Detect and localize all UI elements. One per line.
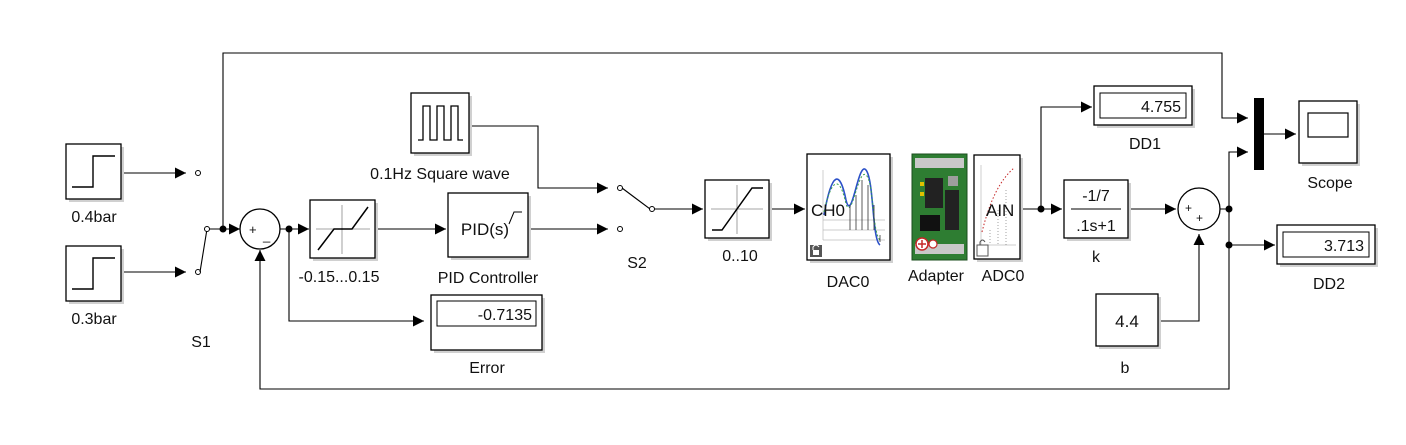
error-value: -0.7135 — [478, 307, 532, 324]
wire-error-display[interactable] — [288, 229, 424, 327]
scope-label: Scope — [1307, 175, 1352, 192]
saturation-icon — [712, 187, 763, 231]
adc-inner-text: AIN — [986, 201, 1014, 220]
wire-sum2-mux[interactable] — [1228, 146, 1248, 209]
step-block-03[interactable]: 0.3bar — [65, 245, 124, 328]
branch-dot — [1225, 241, 1233, 249]
sum2-plus-bottom-sign: + — [1196, 211, 1203, 225]
saturation-block[interactable]: 0..10 — [704, 179, 772, 265]
step-block-04[interactable]: 0.4bar — [65, 143, 124, 226]
sum-block-1[interactable]: + _ — [239, 208, 281, 250]
pid-label: PID Controller — [438, 270, 539, 287]
lock-icon — [810, 244, 822, 257]
branch-points — [219, 205, 1233, 249]
tf-label: k — [1092, 249, 1101, 266]
scope-screen-icon — [1307, 112, 1349, 138]
dd1-value: 4.755 — [1141, 99, 1181, 116]
step-icon — [72, 257, 115, 290]
switch-contact — [649, 206, 655, 212]
wire-sum2-dd2[interactable] — [1220, 208, 1275, 251]
branch-dot — [1037, 205, 1045, 213]
transfer-function-block[interactable]: -1/7 .1s+1 k — [1063, 179, 1131, 266]
signal-lines — [122, 52, 1296, 390]
dd2-label: DD2 — [1313, 276, 1345, 293]
adapter-badge-icon — [915, 237, 938, 251]
step-03-label: 0.3bar — [71, 311, 117, 328]
switch-lever — [199, 228, 212, 273]
branch-dot — [219, 225, 227, 233]
branch-dot — [1225, 205, 1233, 213]
sum1-plus-sign: + — [249, 222, 257, 237]
sum1-minus-sign: _ — [262, 228, 271, 243]
deadzone-icon — [317, 206, 369, 251]
adc-label: ADC0 — [982, 268, 1025, 285]
switch-s2-label: S2 — [627, 255, 647, 272]
sum2-plus-left-sign: + — [1185, 201, 1192, 215]
tf-numerator: -1/7 — [1082, 188, 1110, 205]
switch-contact — [204, 226, 210, 232]
switch-s1-label: S1 — [191, 334, 211, 351]
saturation-label: 0..10 — [722, 248, 758, 265]
adapter-label: Adapter — [908, 268, 965, 285]
wire-square-s2[interactable] — [471, 125, 608, 194]
dac-inner-text: CH0 — [811, 201, 845, 220]
display-error[interactable]: -0.7135 Error — [430, 294, 545, 377]
switch-contact — [617, 185, 623, 191]
square-wave-block[interactable]: 0.1Hz Square wave — [370, 92, 510, 183]
mux-bar — [1254, 98, 1264, 170]
wire-adc-dd1[interactable] — [1040, 101, 1092, 209]
wire-setpoint-mux[interactable] — [222, 52, 1248, 229]
pid-block[interactable]: PID(s) PID Controller — [438, 192, 539, 287]
error-label: Error — [469, 360, 505, 377]
step-icon — [72, 155, 115, 188]
square-wave-label: 0.1Hz Square wave — [370, 166, 510, 183]
deadzone-block[interactable]: -0.15...0.15 — [299, 199, 380, 286]
wire-b-sum2[interactable] — [1160, 234, 1205, 322]
scope-block[interactable]: Scope — [1298, 100, 1360, 192]
dac-waveform-icon — [822, 168, 885, 246]
switch-contact — [617, 226, 623, 232]
tf-denominator: .1s+1 — [1076, 218, 1116, 235]
adapter-board-icon — [915, 158, 964, 254]
mux-block[interactable] — [1254, 98, 1264, 170]
step-04-label: 0.4bar — [71, 209, 117, 226]
wire-feedback-sum1[interactable] — [254, 245, 1230, 390]
constant-b-value: 4.4 — [1115, 312, 1139, 331]
display-dd1[interactable]: 4.755 DD1 — [1093, 85, 1195, 153]
switch-contact — [195, 170, 201, 176]
constant-b-label: b — [1121, 360, 1130, 377]
branch-dot — [285, 225, 293, 233]
switch-s2[interactable]: S2 — [617, 185, 661, 273]
constant-b-block[interactable]: 4.4 b — [1095, 293, 1161, 377]
dac-block[interactable]: CH0 DAC0 — [806, 153, 893, 291]
adc-block[interactable]: AIN ADC0 — [973, 154, 1025, 285]
switch-s1[interactable]: S1 — [191, 170, 212, 352]
square-wave-icon — [418, 105, 463, 141]
switch-lever — [621, 187, 660, 210]
sum-block-2[interactable]: + + — [1177, 187, 1221, 231]
dac-label: DAC0 — [827, 274, 870, 291]
dd2-value: 3.713 — [1324, 238, 1364, 255]
pid-inner-text: PID(s) — [461, 220, 509, 239]
display-dd2[interactable]: 3.713 DD2 — [1276, 224, 1378, 293]
adapter-block[interactable]: Adapter — [908, 153, 968, 285]
dd1-label: DD1 — [1129, 136, 1161, 153]
lock-icon — [976, 239, 989, 257]
deadzone-label: -0.15...0.15 — [299, 269, 380, 286]
